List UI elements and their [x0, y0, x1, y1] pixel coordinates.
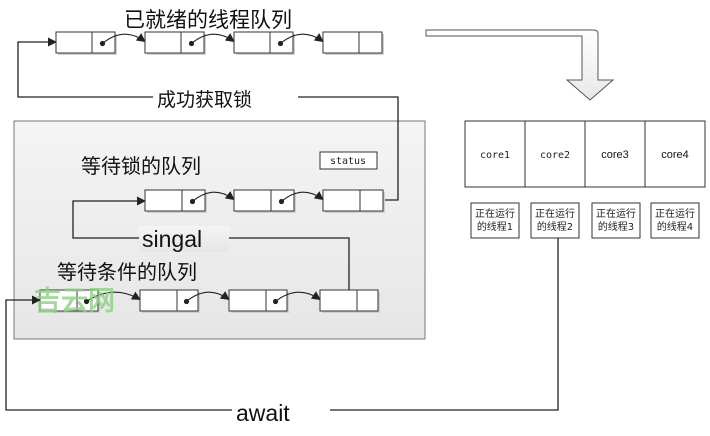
list-node: [55, 31, 146, 55]
watermark: 吉云网: [34, 286, 115, 317]
list-node: [144, 31, 235, 55]
node-next-cell: [356, 289, 379, 312]
next-pointer-arrow: [280, 33, 324, 44]
next-pointer-arrow: [186, 291, 230, 302]
running-thread-text: 正在运行: [655, 207, 695, 220]
lock-wait-queue: [144, 189, 385, 213]
node-next-cell: [358, 31, 383, 54]
signal-label: singal: [142, 226, 202, 252]
core-label: core1: [480, 150, 510, 161]
condition-queue-title: 等待条件的队列: [57, 260, 197, 284]
node-data-cell: [144, 31, 182, 54]
dispatch-arrow: [425, 29, 615, 101]
core-box-4: core4: [644, 120, 706, 188]
list-node: [322, 31, 384, 55]
node-next-cell: [359, 189, 384, 212]
status-box: [319, 151, 378, 170]
core-box-3: core3: [584, 120, 646, 188]
acquire-lock-label: 成功获取锁: [157, 89, 252, 111]
list-node: [233, 189, 324, 213]
signal-label-bg: [139, 226, 229, 252]
list-node: [322, 189, 385, 213]
ready-queue: [55, 31, 384, 55]
condition-wait-queue: [39, 289, 380, 313]
list-node: [319, 289, 380, 313]
next-pointer-arrow: [275, 291, 321, 302]
next-pointer-arrow: [192, 191, 235, 202]
lock-queue-title: 等待锁的队列: [81, 154, 201, 178]
core-box-1: core1: [464, 120, 526, 188]
node-data-cell: [144, 189, 183, 212]
core-label: core2: [540, 150, 570, 161]
cpu-cores: core1 core2 core3 core4: [464, 120, 706, 188]
node-data-cell: [228, 289, 267, 312]
node-data-cell: [319, 289, 358, 312]
node-data-cell: [55, 31, 93, 54]
ready-queue-title: 已就绪的线程队列: [124, 8, 292, 32]
list-node: [233, 31, 324, 55]
next-pointer-arrow: [86, 291, 141, 302]
core-box-2: core2: [524, 120, 586, 188]
list-node: [139, 289, 230, 313]
node-data-cell: [139, 289, 178, 312]
node-data-cell: [233, 31, 271, 54]
core-label: core3: [601, 149, 629, 161]
list-node: [144, 189, 235, 213]
running-thread-text: 的线程1: [477, 220, 513, 233]
next-pointer-arrow: [281, 191, 324, 202]
running-thread-text: 的线程2: [537, 220, 573, 233]
running-thread-text: 正在运行: [596, 207, 636, 220]
running-thread-text: 正在运行: [475, 207, 515, 220]
list-node: [39, 289, 141, 313]
await-label-bg: [232, 397, 330, 425]
next-pointer-arrow: [102, 33, 146, 44]
core-label: core4: [661, 149, 689, 161]
node-data-cell: [322, 31, 360, 54]
node-data-cell: [233, 189, 272, 212]
acquire-lock-label-bg: [153, 87, 298, 109]
list-node: [228, 289, 321, 313]
await-label: await: [236, 400, 290, 426]
next-pointer-arrow: [191, 33, 235, 44]
node-data-cell: [322, 189, 361, 212]
running-thread-text: 的线程3: [598, 220, 634, 233]
running-thread-text: 的线程4: [657, 220, 693, 233]
running-thread-text: 正在运行: [535, 207, 575, 220]
status-label: status: [330, 156, 366, 167]
